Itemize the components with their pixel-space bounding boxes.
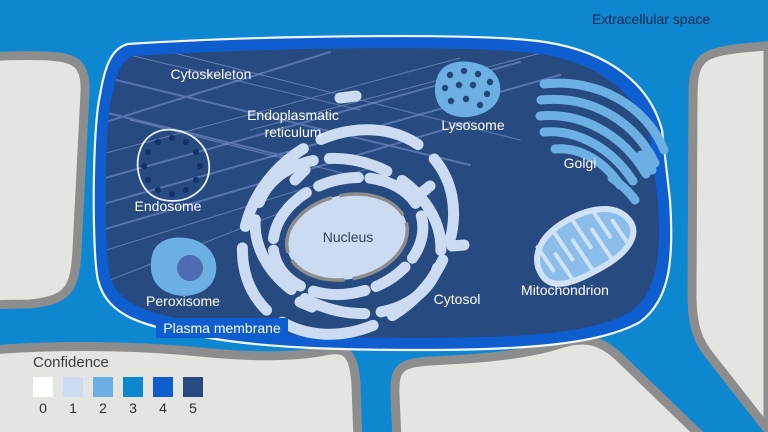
neighbor-cell-left	[0, 51, 90, 310]
legend-swatch-3	[123, 377, 143, 397]
nucleus-label: Nucleus	[323, 229, 374, 245]
extracellular-space-label: Extracellular space	[592, 11, 710, 27]
cytoskeleton-label: Cytoskeleton	[171, 66, 252, 82]
endoplasmatic-reticulum-shape	[236, 90, 470, 340]
legend-item: 4	[153, 377, 173, 416]
plasma-membrane-label: Plasma membrane	[163, 320, 281, 336]
plasma-membrane-label-box	[156, 318, 288, 338]
legend-item: 2	[93, 377, 113, 416]
legend-value-3: 3	[129, 400, 137, 416]
neighbor-cell-bottom-left	[0, 342, 363, 432]
endosome-dots	[141, 135, 203, 197]
mitochondrion-label: Mitochondrion	[521, 282, 609, 298]
legend-item: 1	[63, 377, 83, 416]
lysosome-shape	[434, 61, 501, 118]
endosome-label: Endosome	[135, 198, 202, 214]
mitochondrion-cristae	[535, 209, 630, 282]
legend-swatch-1	[63, 377, 83, 397]
legend-swatch-5	[183, 377, 203, 397]
legend-value-1: 1	[69, 400, 77, 416]
neighbor-cells	[0, 41, 768, 432]
legend-item: 3	[123, 377, 143, 416]
peroxisome-core	[177, 255, 203, 281]
legend-item: 0	[33, 377, 53, 416]
golgi-shape	[535, 78, 669, 205]
confidence-legend: Confidence 0 1 2 3 4 5	[33, 354, 203, 416]
lysosome-label: Lysosome	[441, 117, 505, 133]
legend-value-5: 5	[189, 400, 197, 416]
legend-item: 5	[183, 377, 203, 416]
peroxisome-label: Peroxisome	[146, 293, 220, 309]
legend-swatch-2	[93, 377, 113, 397]
nucleus-shape	[284, 192, 410, 282]
er-label-line2: reticulum	[265, 124, 322, 140]
legend-swatches: 0 1 2 3 4 5	[33, 377, 203, 416]
endosome-shape	[136, 128, 211, 202]
lysosome-dots	[441, 67, 494, 109]
legend-title: Confidence	[33, 354, 109, 371]
neighbor-cell-right	[687, 41, 768, 432]
legend-value-0: 0	[39, 400, 47, 416]
neighbor-cell-bottom-middle	[390, 335, 704, 432]
er-label-line1: Endoplasmatic	[247, 107, 339, 123]
mitochondrion-shape	[534, 206, 637, 287]
legend-swatch-4	[153, 377, 173, 397]
legend-swatch-0	[33, 377, 53, 397]
cytosol-label: Cytosol	[434, 291, 481, 307]
legend-value-4: 4	[159, 400, 167, 416]
golgi-label: Golgi	[564, 155, 597, 171]
legend-value-2: 2	[99, 400, 107, 416]
peroxisome-shape	[150, 237, 217, 296]
